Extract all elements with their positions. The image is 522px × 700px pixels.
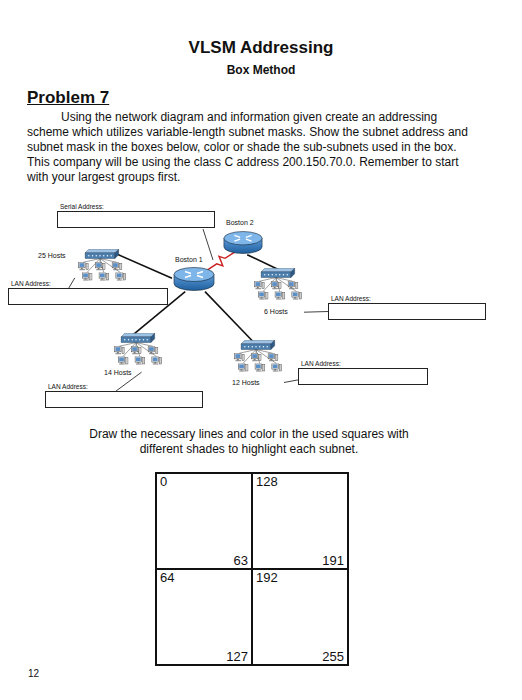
- grid-instructions: Draw the necessary lines and color in th…: [78, 427, 420, 457]
- problem-heading: Problem 7: [27, 88, 109, 108]
- node-sublabel: 191: [322, 553, 344, 568]
- host-group: 12 Hosts: [228, 340, 284, 374]
- node-label: 128: [256, 474, 278, 489]
- address-square: 64 127: [155, 568, 253, 666]
- address-box: LAN Address:: [328, 303, 486, 320]
- address-box: LAN Address:: [45, 391, 203, 408]
- node-label: LAN Address:: [331, 295, 371, 302]
- leader-line: [203, 229, 213, 260]
- instructions-paragraph: Using the network diagram and informatio…: [27, 110, 474, 185]
- node-sublabel: 63: [234, 553, 248, 568]
- node-label: 64: [160, 570, 174, 585]
- node-label: Serial Address:: [60, 203, 104, 210]
- address-box: LAN Address:: [8, 288, 168, 305]
- router: Boston 1: [172, 266, 216, 293]
- node-label: 192: [256, 570, 278, 585]
- address-square: 128 191: [251, 472, 349, 570]
- host-group-icon: [235, 340, 282, 371]
- subtitle: Box Method: [0, 63, 522, 77]
- node-label: 25 Hosts: [38, 252, 66, 259]
- page-number: 12: [28, 668, 39, 679]
- link-line: [205, 292, 253, 342]
- host-group-icon: [115, 333, 162, 364]
- link-line: [69, 278, 75, 288]
- router-icon: [174, 268, 214, 291]
- node-sublabel: 255: [322, 649, 344, 664]
- host-group: 25 Hosts: [72, 249, 128, 283]
- host-group: 14 Hosts: [108, 333, 164, 367]
- node-label: Boston 2: [226, 219, 254, 226]
- node-label: Boston 1: [175, 256, 203, 263]
- page-title: VLSM Addressing: [0, 38, 522, 58]
- host-group: 6 Hosts: [248, 268, 304, 302]
- router-icon: [224, 232, 262, 254]
- node-label: LAN Address:: [11, 280, 51, 287]
- node-label: 0: [160, 474, 167, 489]
- node-label: LAN Address:: [48, 383, 88, 390]
- host-group-icon: [255, 268, 302, 299]
- node-label: 12 Hosts: [232, 379, 260, 386]
- node-sublabel: 127: [226, 649, 248, 664]
- node-label: 14 Hosts: [104, 369, 132, 376]
- address-square: 0 63: [155, 472, 253, 570]
- host-group-icon: [79, 249, 126, 280]
- router: Boston 2: [222, 230, 264, 256]
- link-line: [284, 380, 298, 383]
- address-box: LAN Address:: [298, 368, 428, 385]
- address-box: Serial Address:: [57, 211, 215, 228]
- link-line: [304, 311, 328, 313]
- node-label: LAN Address:: [301, 360, 341, 367]
- link-line: [247, 255, 279, 270]
- address-square: 192 255: [251, 568, 349, 666]
- node-label: 6 Hosts: [264, 308, 288, 315]
